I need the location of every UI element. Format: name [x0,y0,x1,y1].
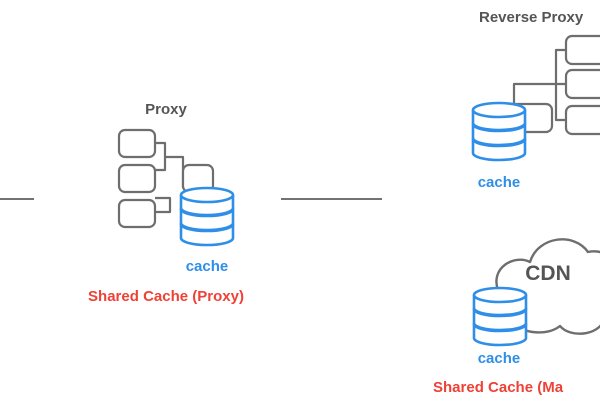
proxy-server-box-2 [117,163,157,194]
reverse-proxy-server-box-2 [564,68,600,100]
proxy-server-box-3 [117,198,157,229]
reverse-proxy-server-box-3 [564,104,600,136]
proxy-server-tree [117,128,215,229]
proxy-title: Proxy [145,101,187,118]
reverse-proxy-cache-database-icon [471,101,527,162]
proxy-server-box-1 [117,128,157,159]
proxy-cache-database-icon [179,186,235,247]
reverse-proxy-server-box-1 [564,34,600,66]
cdn-cache-database-icon [472,286,528,347]
reverse-proxy-cache-label: cache [478,174,521,191]
cdn-title: CDN [525,262,571,285]
proxy-caption: Shared Cache (Proxy) [88,288,244,305]
proxy-cache-label: cache [186,258,229,275]
cdn-cache-label: cache [478,350,521,367]
managed-caption: Shared Cache (Ma [433,379,564,396]
reverse-proxy-title: Reverse Proxy [479,9,584,26]
